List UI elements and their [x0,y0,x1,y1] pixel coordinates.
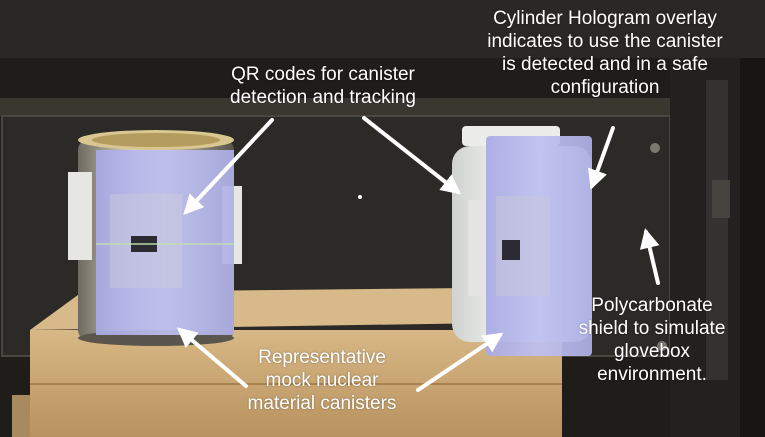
annotation-line: material canisters [247,393,397,414]
annotation-line: configuration [550,77,660,98]
arrow-qr-right [362,116,462,195]
annotation-arrows [176,116,660,392]
annotation-line: Polycarbonate [591,295,713,316]
annotation-line: mock nuclear [265,370,379,391]
arrow-canister-right [416,332,504,392]
annotation-line: shield to simulate [578,318,726,339]
arrow-qr-left [183,118,274,215]
hologram-overlay-right [486,136,592,356]
annotation-canisters: Representative mock nuclear material can… [232,346,412,415]
annotation-line: detection and tracking [230,87,416,108]
annotation-line: QR codes for canister [231,64,415,85]
annotation-line: glovebox [613,341,691,362]
arrow-canister-left [176,327,248,388]
annotation-qr-codes: QR codes for canister detection and trac… [188,63,458,109]
arrow-hologram [588,126,615,190]
annotation-line: environment. [597,364,707,385]
annotation-line: is detected and in a safe [502,54,708,75]
cardboard-box [12,288,562,437]
hologram-overlay-left [96,150,234,335]
annotation-line: Representative [258,347,386,368]
annotation-hologram: Cylinder Hologram overlay indicates to u… [455,7,755,99]
arrow-shield [639,228,660,285]
annotation-shield: Polycarbonate shield to simulate glovebo… [572,294,732,386]
annotation-line: Cylinder Hologram overlay [493,8,717,29]
annotation-line: indicates to use the canister [487,31,723,52]
